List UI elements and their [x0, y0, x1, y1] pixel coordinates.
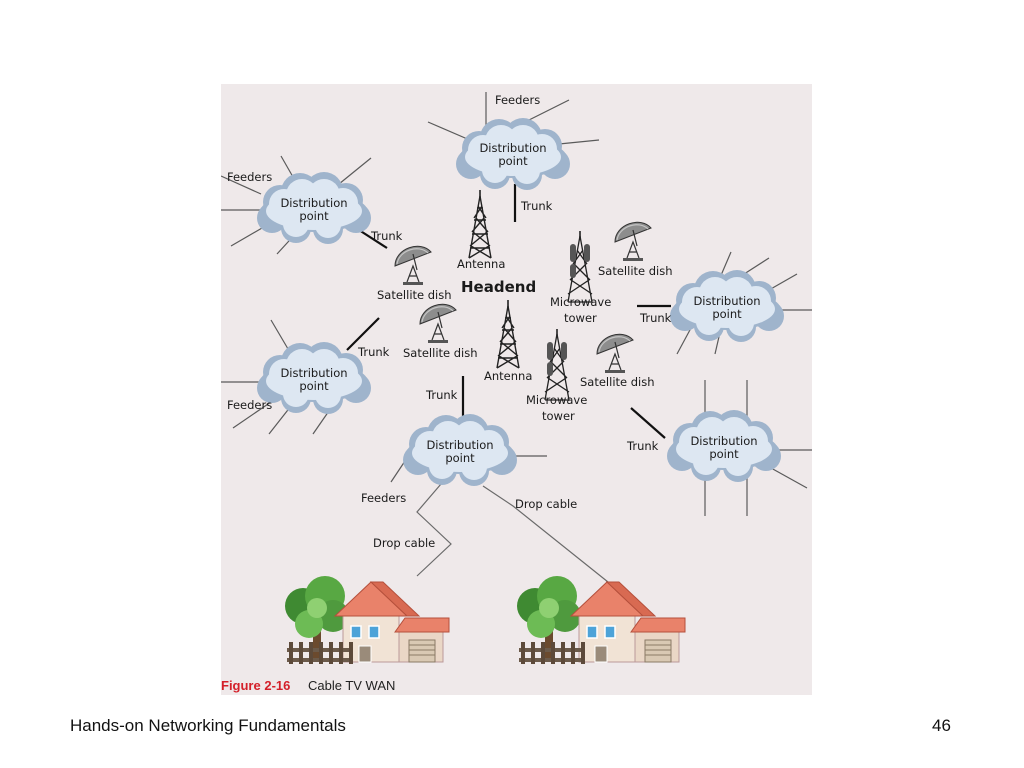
antenna-tower-icon — [468, 189, 492, 259]
microwave-tower-label: tower — [564, 311, 597, 325]
home-left — [285, 576, 450, 664]
satellite-dish-icon — [596, 333, 634, 374]
drop-cable-label: Drop cable — [515, 497, 577, 511]
distribution-point-right-lower: Distribution point — [667, 410, 781, 482]
distribution-point-label: Distribution — [426, 438, 493, 452]
drop-cables — [416, 483, 614, 587]
satellite-dish-icon — [614, 221, 652, 262]
distribution-point-label: point — [445, 451, 475, 465]
distribution-point-bottom: Distribution point — [403, 414, 517, 486]
distribution-point-label: Distribution — [479, 141, 546, 155]
distribution-point-right-upper: Distribution point — [670, 270, 784, 342]
figure-title: Cable TV WAN — [307, 678, 396, 693]
network-diagram: Distribution point Distribution point Di… — [221, 92, 812, 664]
microwave-tower-icon — [544, 328, 570, 401]
microwave-tower-label: tower — [542, 409, 575, 423]
satellite-dish-label: Satellite dish — [598, 264, 673, 278]
line-labels: Feeders Feeders Feeders Feeders Trunk Tr… — [227, 93, 672, 550]
microwave-tower-label: Microwave — [550, 295, 611, 309]
distribution-point-left-upper: Distribution point — [257, 172, 371, 244]
distribution-point-label: point — [498, 154, 528, 168]
distribution-point-top: Distribution point — [456, 118, 570, 190]
trunk-label: Trunk — [626, 439, 659, 453]
fence-icon — [519, 642, 585, 664]
distribution-point-label: point — [712, 307, 742, 321]
antenna-label: Antenna — [457, 257, 505, 271]
feeders-label: Feeders — [227, 170, 272, 184]
cable-tv-wan-figure: Distribution point Distribution point Di… — [221, 84, 812, 695]
distribution-point-label: point — [709, 447, 739, 461]
page-number: 46 — [932, 716, 951, 735]
distribution-point-label: Distribution — [690, 434, 757, 448]
satellite-dish-label: Satellite dish — [403, 346, 478, 360]
feeders-label: Feeders — [495, 93, 540, 107]
figure-number: Figure 2-16 — [221, 678, 291, 693]
house-icon — [570, 581, 686, 663]
microwave-tower-label: Microwave — [526, 393, 587, 407]
antenna-tower-icon — [496, 299, 520, 369]
antenna-label: Antenna — [484, 369, 532, 383]
satellite-dish-label: Satellite dish — [377, 288, 452, 302]
trunk-label: Trunk — [425, 388, 458, 402]
satellite-dish-label: Satellite dish — [580, 375, 655, 389]
drop-cable-label: Drop cable — [373, 536, 435, 550]
figure-caption: Figure 2-16 Cable TV WAN — [221, 678, 395, 693]
satellite-dish-icon — [394, 245, 432, 286]
feeders-label: Feeders — [227, 398, 272, 412]
distribution-point-label: Distribution — [280, 366, 347, 380]
headend-cluster: Antenna Antenna Microwave tower Microwav… — [377, 189, 673, 423]
home-right — [517, 576, 686, 664]
distribution-point-label: Distribution — [693, 294, 760, 308]
trunk-label: Trunk — [639, 311, 672, 325]
distribution-point-left-lower: Distribution point — [257, 342, 371, 414]
trunk-label: Trunk — [357, 345, 390, 359]
trunk-label: Trunk — [370, 229, 403, 243]
distribution-point-label: point — [299, 379, 329, 393]
distribution-point-label: point — [299, 209, 329, 223]
headend-label: Headend — [461, 278, 536, 296]
distribution-point-label: Distribution — [280, 196, 347, 210]
trunk-lines — [346, 184, 671, 439]
trunk-label: Trunk — [520, 199, 553, 213]
microwave-tower-icon — [567, 230, 593, 303]
footer-title: Hands-on Networking Fundamentals — [70, 716, 346, 735]
feeders-label: Feeders — [361, 491, 406, 505]
satellite-dish-icon — [419, 303, 457, 344]
